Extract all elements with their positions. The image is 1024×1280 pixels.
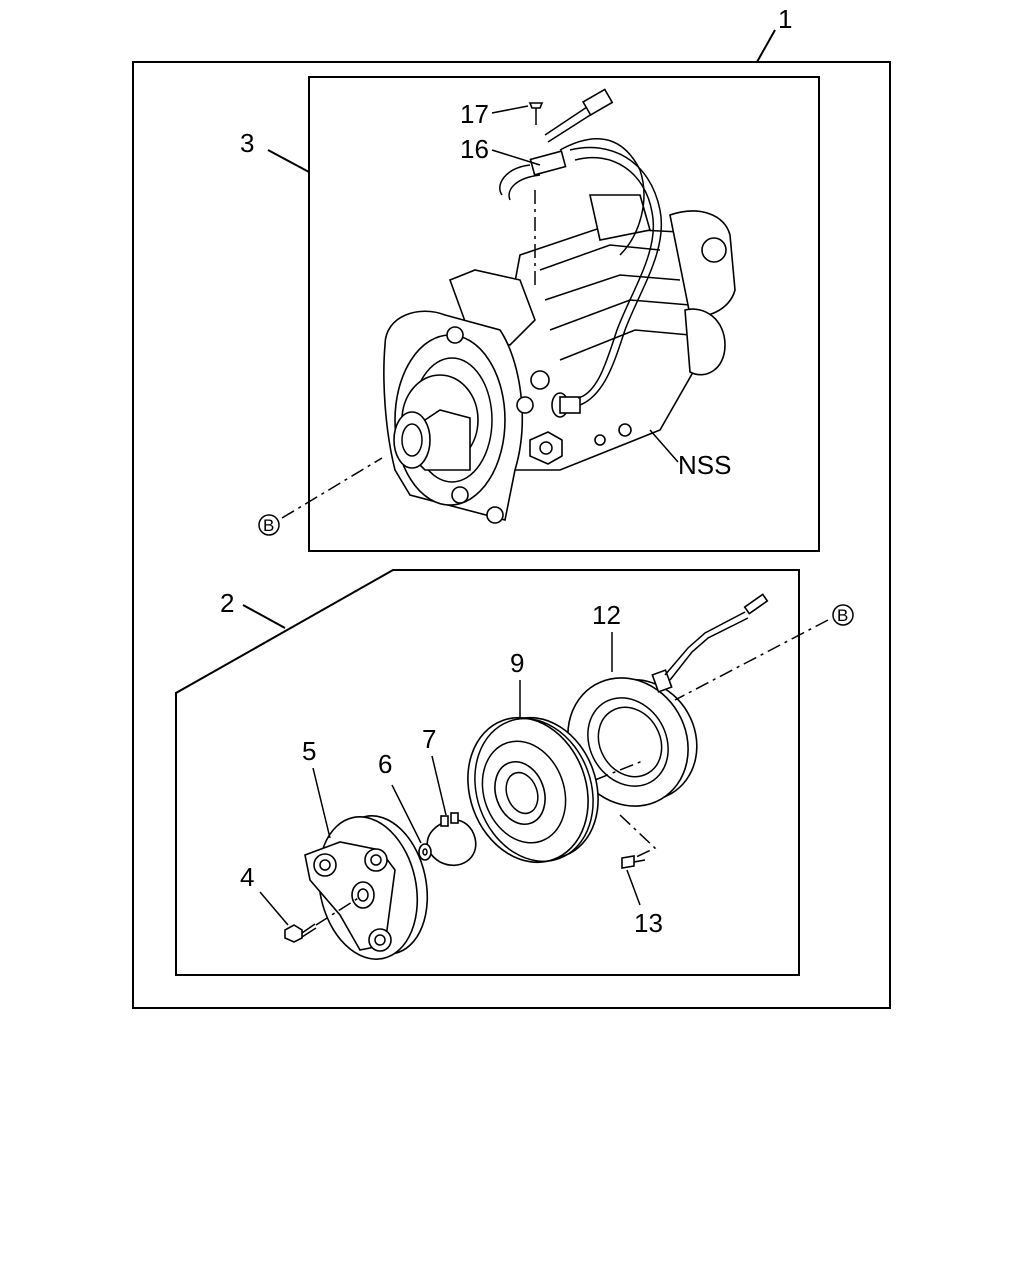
sensor-harness (499, 88, 663, 406)
callout-13: 13 (634, 908, 663, 938)
screw-17-icon (528, 102, 544, 125)
snap-ring-7 (426, 812, 477, 867)
label-nss: NSS (678, 450, 731, 480)
callout-16: 16 (460, 134, 489, 164)
callout-7: 7 (422, 724, 436, 754)
ref-b-upper-marker (258, 514, 280, 536)
shim-6 (418, 843, 432, 861)
callout-3: 3 (240, 128, 254, 158)
callout-1: 1 (778, 4, 792, 34)
callout-9: 9 (510, 648, 524, 678)
field-coil-12 (567, 593, 769, 807)
pressure-plate-5 (304, 815, 429, 960)
callout-17: 17 (460, 99, 489, 129)
ref-b-upper: B (263, 516, 274, 535)
bolt-4-icon (284, 923, 317, 943)
callout-12: 12 (592, 600, 621, 630)
callout-5: 5 (302, 736, 316, 766)
compressor-frame (308, 76, 820, 552)
callout-4: 4 (240, 862, 254, 892)
pulley-9 (467, 716, 599, 864)
ref-b-lower: B (837, 606, 848, 625)
ref-b-lower-marker (832, 604, 854, 626)
assembly-frame (132, 61, 891, 1009)
clutch-frame (175, 569, 800, 976)
compressor-body (383, 194, 736, 524)
screw-13-icon (621, 855, 646, 869)
callout-6: 6 (378, 749, 392, 779)
callout-2: 2 (220, 588, 234, 618)
